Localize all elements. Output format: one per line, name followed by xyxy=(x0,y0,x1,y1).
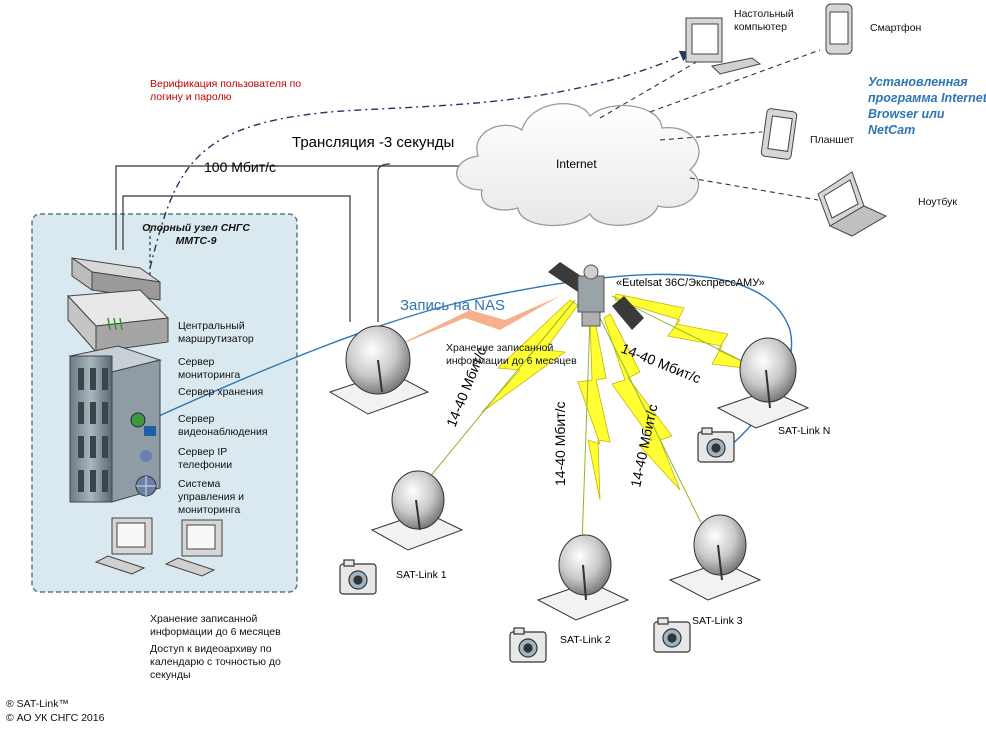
terminal-dish-n xyxy=(716,337,810,429)
tablet-icon xyxy=(760,108,798,160)
terminal-label-1: SAT-Link 1 xyxy=(396,569,447,581)
footer-copyright: © АО УК СНГС 2016 xyxy=(6,712,105,724)
stream-label: Трансляция -3 секунды xyxy=(292,134,454,151)
ground-dish-icon xyxy=(328,325,430,415)
archive-note: Доступ к видеоархиву по календарю с точн… xyxy=(150,643,281,681)
workstation-icon xyxy=(94,517,223,577)
satellite-icon xyxy=(548,262,644,330)
speed-label-2: 14-40 Мбит/с xyxy=(552,402,568,487)
smartphone-icon xyxy=(825,3,853,55)
footer-trademark: ® SAT-Link™ xyxy=(6,698,69,710)
terminal-dish-1 xyxy=(370,470,464,551)
terminal-dish-3 xyxy=(668,514,762,601)
desktop-computer-icon xyxy=(685,17,762,75)
camera-icon xyxy=(339,427,735,663)
terminal-dish-2 xyxy=(536,534,630,621)
server-label-router: Центральный маршрутизатор xyxy=(178,320,254,345)
terminal-label-n: SAT-Link N xyxy=(778,425,830,437)
sat-beams xyxy=(481,293,761,501)
sat-lines xyxy=(414,295,761,546)
client-label-laptop: Ноутбук xyxy=(918,196,957,208)
client-label-desktop: Настольный компьютер xyxy=(734,8,794,33)
server-label-management: Система управления и мониторинга xyxy=(178,478,245,516)
server-label-video: Сервер видеонаблюдения xyxy=(178,413,268,438)
nas-storage-note: Хранение записанной информации до 6 меся… xyxy=(446,342,577,367)
storage-note: Хранение записанной информации до 6 меся… xyxy=(150,613,281,638)
terminal-label-3: SAT-Link 3 xyxy=(692,615,743,627)
server-label-telephony: Сервер IP телефонии xyxy=(178,446,233,471)
internet-label: Internet xyxy=(556,157,597,171)
server-rack-icon xyxy=(68,345,162,503)
client-label-tablet: Планшет xyxy=(810,134,855,146)
verification-path xyxy=(149,50,692,269)
wired-links xyxy=(115,163,480,322)
server-label-monitoring: Сервер мониторинга xyxy=(178,356,241,381)
terminal-label-2: SAT-Link 2 xyxy=(560,634,611,646)
software-note: Установленная программа Internet Browser… xyxy=(868,75,986,137)
router-icon xyxy=(66,289,170,354)
verification-note: Верификация пользователя по логину и пар… xyxy=(150,78,302,103)
nas-label: Запись на NAS xyxy=(400,297,505,314)
hub-title: Опорный узел СНГС ММТС-9 xyxy=(142,222,250,247)
client-label-smartphone: Смартфон xyxy=(870,22,922,34)
client-links xyxy=(599,49,821,201)
server-label-storage: Сервер хранения xyxy=(178,386,264,398)
laptop-icon xyxy=(817,171,888,237)
switch-icon xyxy=(71,257,161,301)
internet-cloud xyxy=(456,103,700,227)
satellite-label: «Eutelsat 36C/ЭкспрессАМУ» xyxy=(616,277,765,289)
bandwidth-label: 100 Мбит/с xyxy=(204,159,276,175)
